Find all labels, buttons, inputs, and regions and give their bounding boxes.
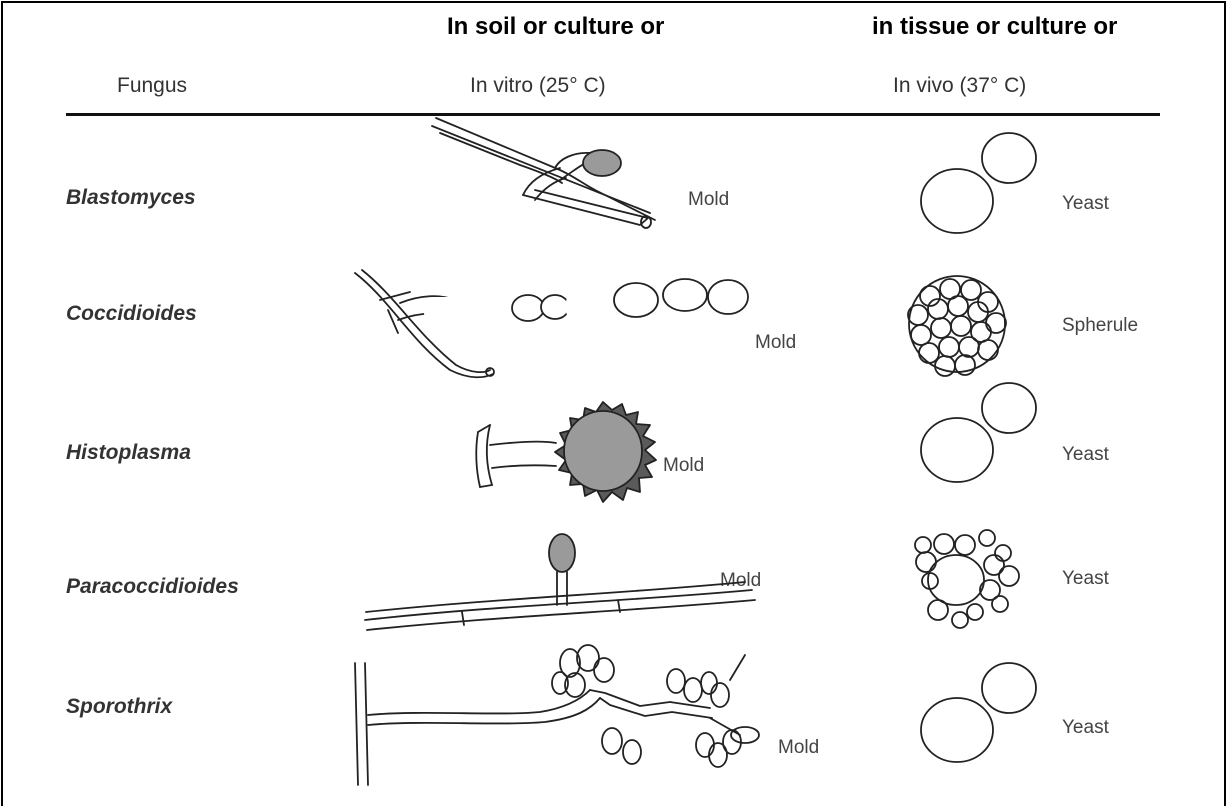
- blastomyces-mold-drawing: [432, 118, 655, 228]
- coccidioides-mold-drawing: [355, 270, 748, 377]
- paracoccidioides-mold-drawing: [365, 534, 755, 630]
- histoplasma-mold-drawing: [476, 402, 656, 502]
- paracoccidioides-yeast-drawing: [915, 530, 1019, 628]
- sporothrix-mold-drawing: [355, 645, 759, 785]
- blastomyces-yeast-drawing: [921, 133, 1036, 233]
- histoplasma-yeast-drawing: [921, 383, 1036, 482]
- sporothrix-yeast-drawing: [921, 663, 1036, 762]
- coccidioides-spherule-drawing: [908, 276, 1006, 376]
